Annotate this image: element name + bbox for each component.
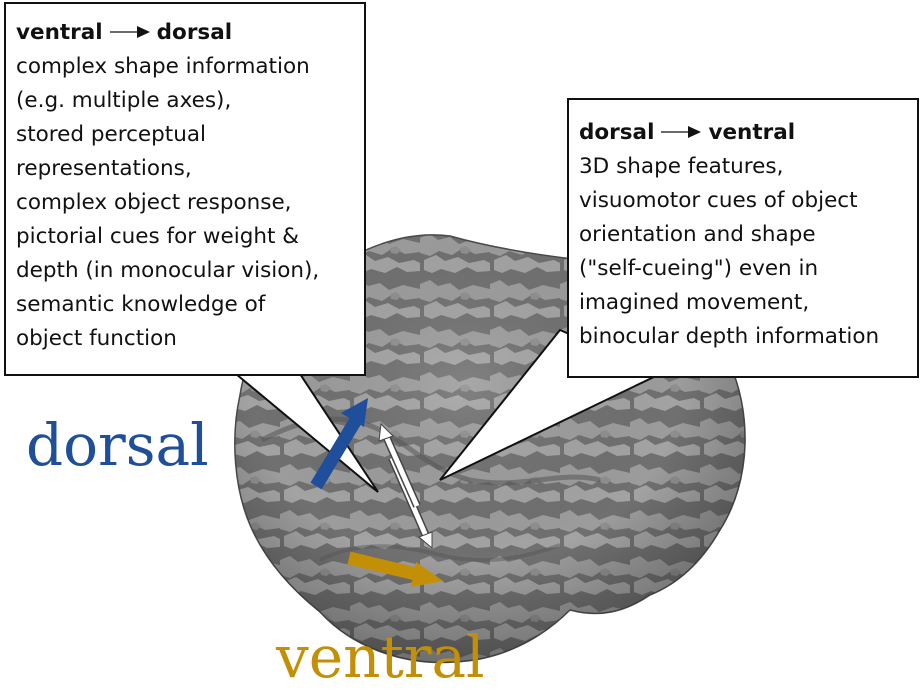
callout-right-line: ("self-cueing") even in bbox=[579, 252, 909, 286]
callout-left-line: complex object response, bbox=[16, 186, 356, 220]
callout-left-heading: ventral dorsal bbox=[16, 16, 356, 50]
callout-left-from: ventral bbox=[16, 16, 103, 50]
dorsal-label: dorsal bbox=[26, 416, 209, 474]
callout-right-to: ventral bbox=[708, 116, 795, 150]
callout-right-line: binocular depth information bbox=[579, 320, 909, 354]
callout-dorsal-to-ventral: dorsal ventral 3D shape features, visuom… bbox=[567, 98, 919, 378]
callout-left-line: stored perceptual bbox=[16, 118, 356, 152]
right-arrow-icon bbox=[110, 16, 150, 50]
callout-left-to: dorsal bbox=[157, 16, 232, 50]
callout-right-from: dorsal bbox=[579, 116, 654, 150]
right-arrow-icon bbox=[661, 116, 701, 150]
callout-right-heading: dorsal ventral bbox=[579, 116, 909, 150]
callout-left-line: depth (in monocular vision), bbox=[16, 254, 356, 288]
callout-ventral-to-dorsal: ventral dorsal complex shape information… bbox=[4, 2, 366, 376]
callout-left-line: object function bbox=[16, 322, 356, 356]
callout-right-line: imagined movement, bbox=[579, 286, 909, 320]
callout-left-line: (e.g. multiple axes), bbox=[16, 84, 356, 118]
callout-left-line: representations, bbox=[16, 152, 356, 186]
callout-left-line: pictorial cues for weight & bbox=[16, 220, 356, 254]
ventral-label: ventral bbox=[276, 628, 485, 686]
callout-right-line: visuomotor cues of object bbox=[579, 184, 909, 218]
callout-right-line: orientation and shape bbox=[579, 218, 909, 252]
callout-right-line: 3D shape features, bbox=[579, 150, 909, 184]
callout-left-line: semantic knowledge of bbox=[16, 288, 356, 322]
callout-left-line: complex shape information bbox=[16, 50, 356, 84]
